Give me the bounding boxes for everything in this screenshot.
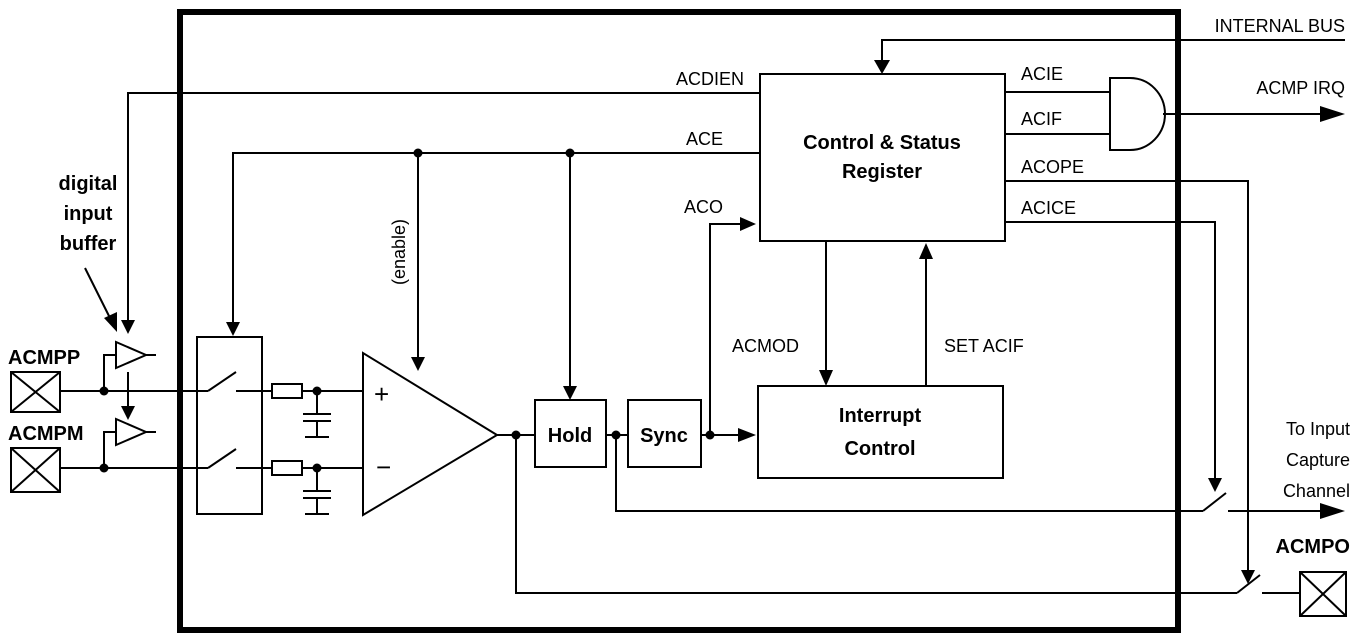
internal-bus-label: INTERNAL BUS [1215, 16, 1345, 36]
pin-acmpm: ACMPM [8, 423, 84, 493]
capture-label-line2: Capture [1286, 450, 1350, 470]
ace-signal: ACE (enable) [226, 129, 760, 400]
acdien-signal: ACDIEN [121, 69, 760, 420]
aco-label: ACO [684, 197, 723, 217]
acmpm-label: ACMPM [8, 423, 84, 445]
irq-and-gate: ACIE ACIF ACMP IRQ [1005, 64, 1345, 151]
pin-acmpp: ACMPP [8, 347, 80, 413]
acmpp-label: ACMPP [8, 347, 80, 369]
pin-acmpo: ACMPO [1276, 536, 1350, 617]
internal-bus: INTERNAL BUS [874, 16, 1345, 74]
set-acif-signal: SET ACIF [919, 243, 1024, 386]
acope-label: ACOPE [1021, 157, 1084, 177]
acif-label: ACIF [1021, 109, 1062, 129]
comparator: + − [362, 351, 499, 517]
interrupt-control: Interrupt Control [757, 385, 1004, 479]
interrupt-title-line2: Control [844, 438, 915, 460]
csr-title-line1: Control & Status [803, 132, 961, 154]
acope-signal: ACOPE [1005, 157, 1255, 584]
set-acif-label: SET ACIF [944, 336, 1024, 356]
acice-signal: ACICE [1005, 198, 1222, 492]
sync-block: Sync [627, 399, 702, 468]
digital-input-buffer-callout: digital input buffer [59, 173, 118, 332]
acmod-signal: ACMOD [732, 241, 833, 386]
control-status-register: Control & Status Register [759, 73, 1006, 242]
input-mux [60, 336, 363, 515]
hold-block: Hold [534, 399, 607, 468]
digital-input-buffers [99, 340, 156, 473]
enable-label: (enable) [389, 219, 409, 285]
acmod-label: ACMOD [732, 336, 799, 356]
interrupt-title-line1: Interrupt [839, 405, 922, 427]
callout-line3: buffer [60, 233, 117, 255]
minus-sign: − [376, 452, 391, 482]
hold-label: Hold [548, 425, 592, 447]
acie-label: ACIE [1021, 64, 1063, 84]
plus-sign: + [374, 379, 389, 409]
module-border [177, 9, 1181, 633]
capture-label-line3: Channel [1283, 481, 1350, 501]
acice-label: ACICE [1021, 198, 1076, 218]
callout-line2: input [64, 203, 113, 225]
sync-label: Sync [640, 425, 688, 447]
capture-label-line1: To Input [1286, 419, 1350, 439]
ace-label: ACE [686, 129, 723, 149]
acmpo-label: ACMPO [1276, 536, 1350, 558]
callout-line1: digital [59, 173, 118, 195]
comparator-output-path [497, 428, 1345, 594]
csr-title-line2: Register [842, 161, 922, 183]
acdien-label: ACDIEN [676, 69, 744, 89]
acmp-irq-label: ACMP IRQ [1256, 78, 1345, 98]
aco-signal: ACO [684, 197, 756, 435]
